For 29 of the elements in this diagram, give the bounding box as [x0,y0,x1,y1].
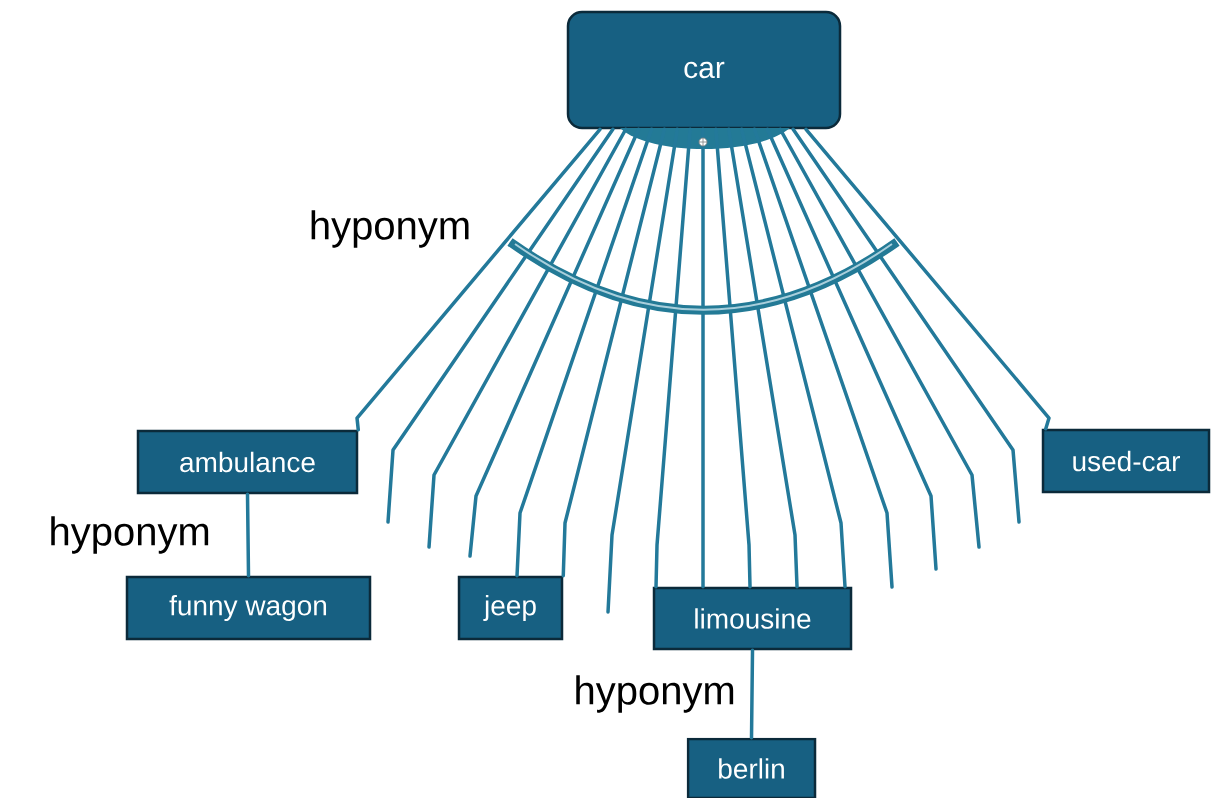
connector-line [749,648,755,740]
edge-label: hyponym [572,674,737,714]
concept-box: funny wagon [125,575,372,641]
connector-line [468,127,641,558]
connector-line [561,127,667,578]
concept-box: ambulance [136,429,359,495]
connector-line [739,127,847,589]
connector-line [427,127,628,549]
edge-label: hyponym [47,515,212,555]
connector-line [804,127,1051,431]
connector-line [515,127,654,578]
connector-line [386,127,615,524]
connector-line [714,127,752,589]
concept-box: used-car [1041,428,1211,494]
concept-box: jeep [457,575,564,641]
connector-line [654,127,692,589]
connector-line [245,492,251,578]
concept-box: limousine [652,586,853,651]
connector-line [765,127,938,571]
connector-line [778,127,981,549]
connector-line [355,127,602,432]
connector-line [752,127,894,589]
relation-label: hyponym [311,210,469,248]
connector-line [727,127,799,589]
root-box: car [566,10,842,130]
connector-line [791,127,1021,524]
connector-line [701,127,705,589]
concept-box: berlin [686,737,817,798]
connector-line [606,127,679,614]
